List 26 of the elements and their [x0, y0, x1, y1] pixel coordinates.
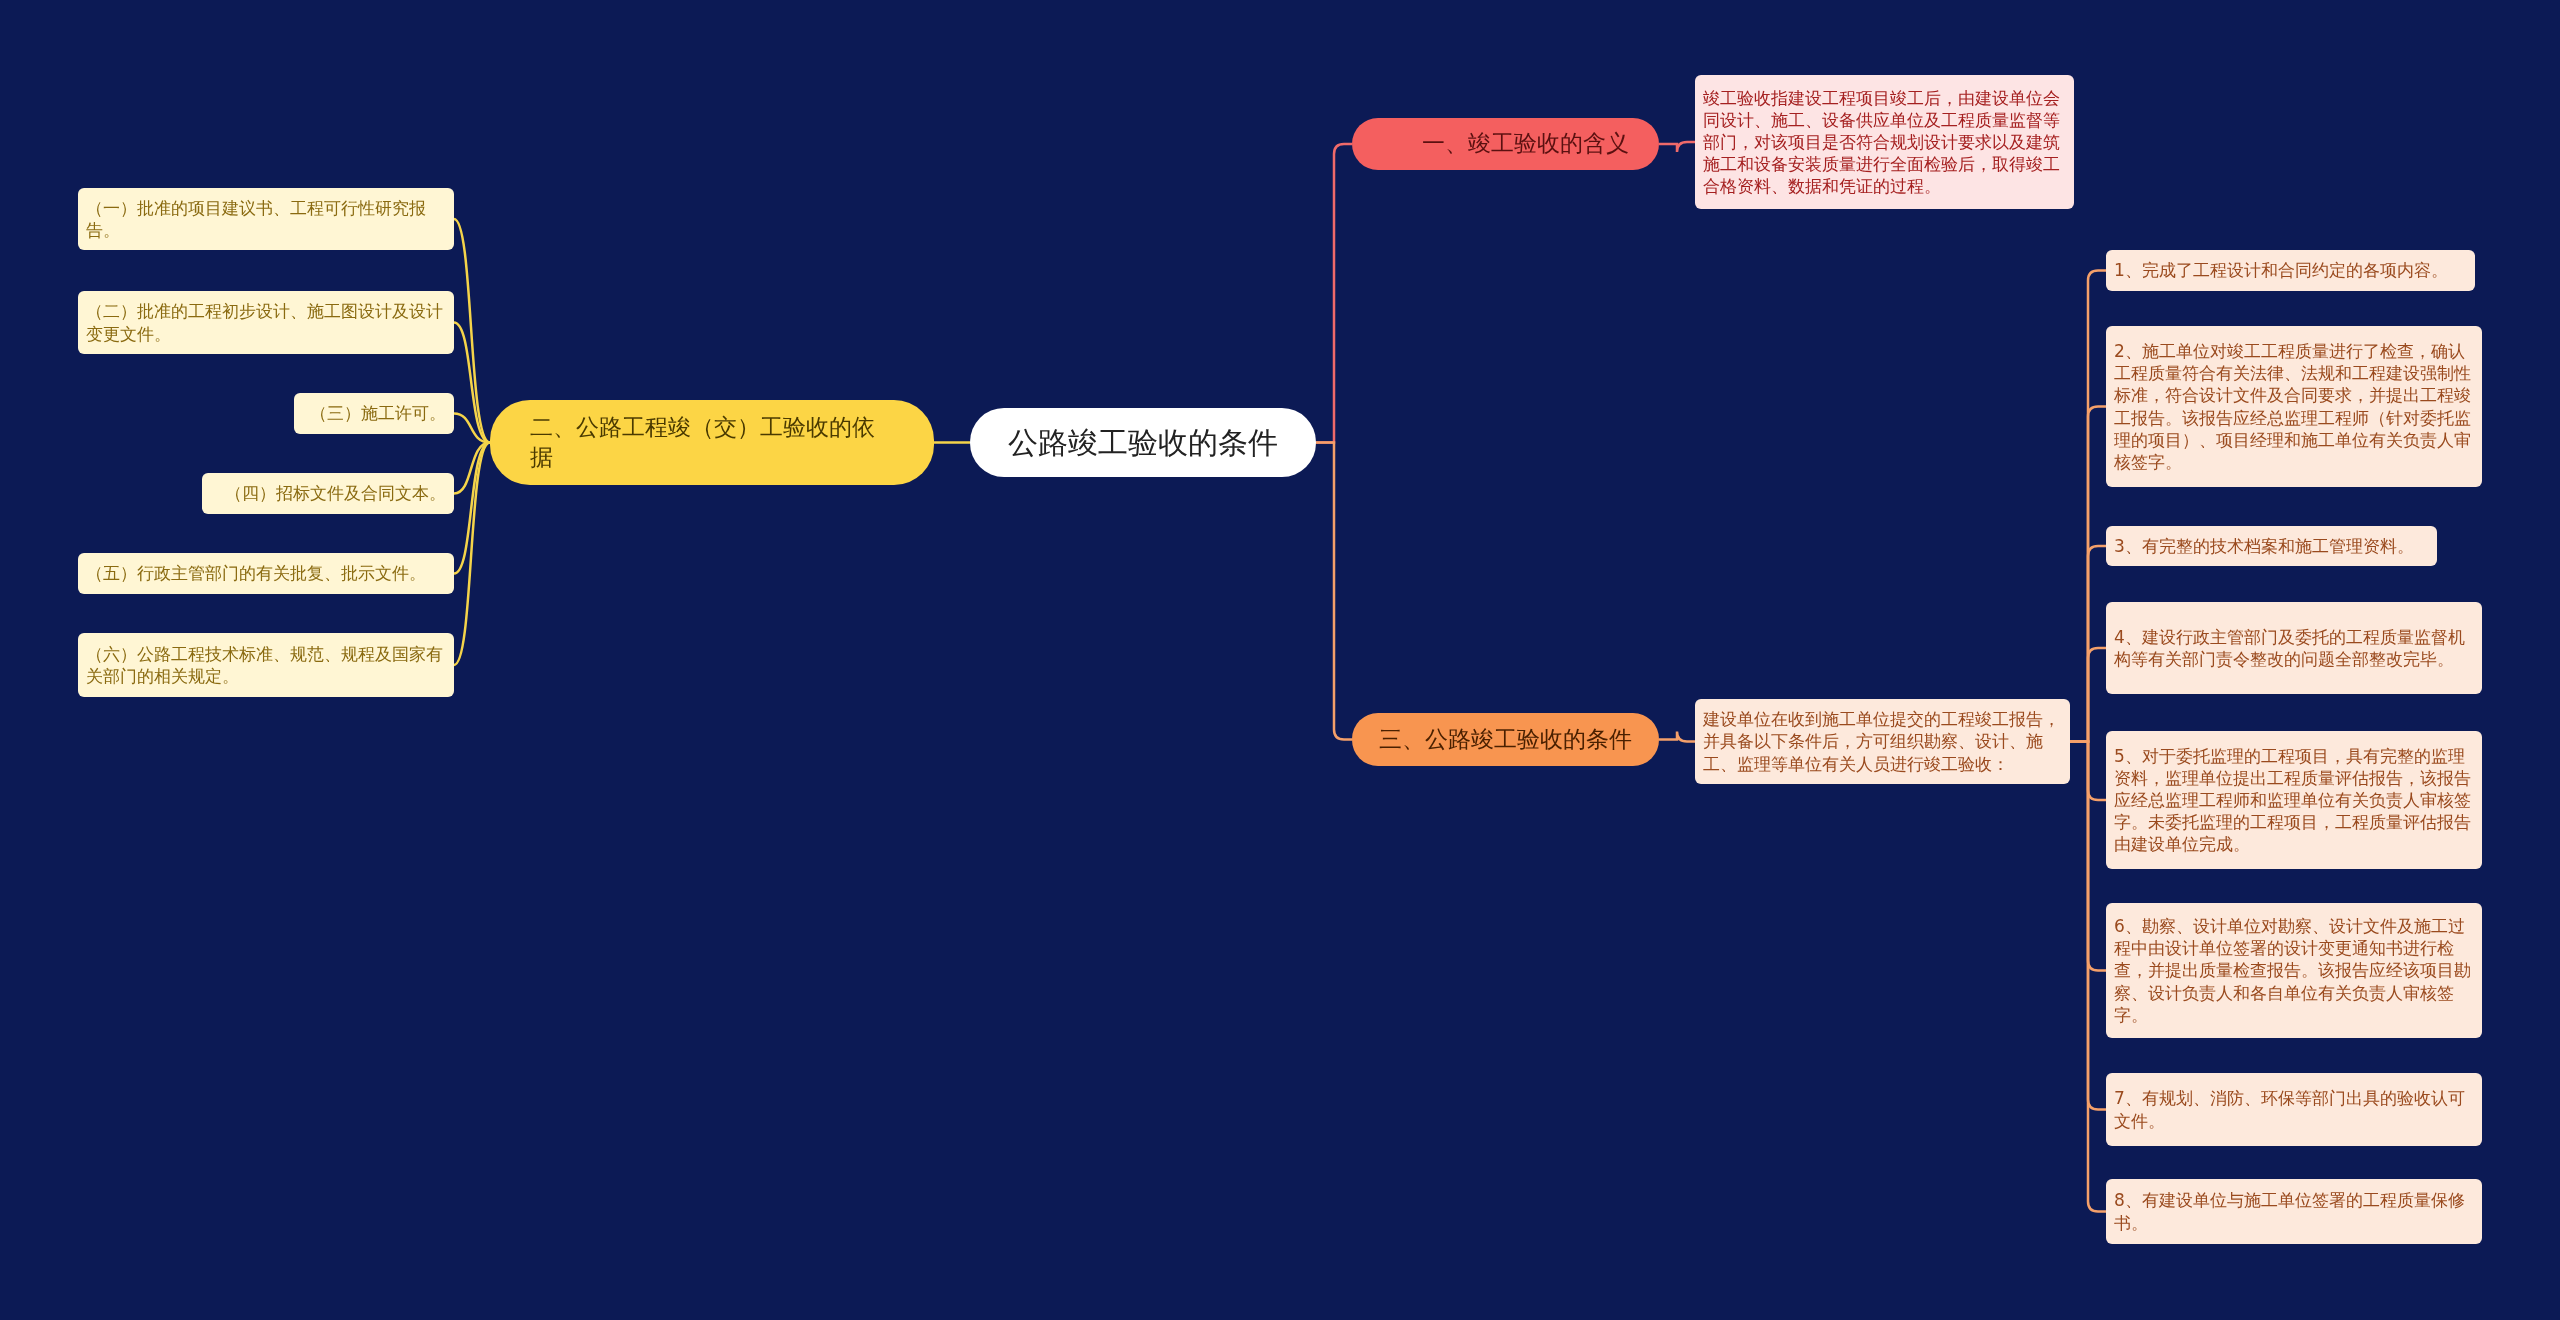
detail-box: 建设单位在收到施工单位提交的工程竣工报告，并具备以下条件后，方可组织勘察、设计、施工、监理等单位有关人员进行竣工验收： — [1695, 699, 2070, 784]
detail-box: 1、完成了工程设计和合同约定的各项内容。 — [2106, 250, 2475, 291]
detail-box: 7、有规划、消防、环保等部门出具的验收认可文件。 — [2106, 1073, 2482, 1146]
detail-box: 4、建设行政主管部门及委托的工程质量监督机构等有关部门责令整改的问题全部整改完毕。 — [2106, 602, 2482, 694]
detail-box: （六）公路工程技术标准、规范、规程及国家有关部门的相关规定。 — [78, 633, 454, 697]
connector-line — [1659, 730, 1695, 743]
detail-box: （二）批准的工程初步设计、施工图设计及设计变更文件。 — [78, 291, 454, 354]
branch-topic: 一、竣工验收的含义 — [1352, 118, 1659, 170]
detail-box: 5、对于委托监理的工程项目，具有完整的监理资料，监理单位提出工程质量评估报告，该报告应经总监理工程师和监理单位有关负责人审核签字。未委托监理的工程项目，工程质量评估报告由建设单位完成。 — [2106, 731, 2482, 869]
detail-box: 2、施工单位对竣工工程质量进行了检查，确认工程质量符合有关法律、法规和工程建设强制性标准，符合设计文件及合同要求，并提出工程竣工报告。该报告应经总监理工程师（针对委托监理的项目）、项目经理和施工单位有关负责人审核签字。 — [2106, 326, 2482, 487]
detail-box: 3、有完整的技术档案和施工管理资料。 — [2106, 526, 2437, 566]
detail-box: 6、勘察、设计单位对勘察、设计文件及施工过程中由设计单位签署的设计变更通知书进行检查，并提出质量检查报告。该报告应经该项目勘察、设计负责人和各自单位有关负责人审核签字。 — [2106, 903, 2482, 1038]
connector-line — [1316, 441, 1352, 741]
connector-line — [1659, 140, 1695, 154]
connector-line — [453, 441, 491, 575]
detail-box: （一）批准的项目建议书、工程可行性研究报告。 — [78, 188, 454, 250]
detail-box: （四）招标文件及合同文本。 — [202, 473, 454, 514]
branch-topic: 三、公路竣工验收的条件 — [1352, 713, 1659, 766]
central-topic: 公路竣工验收的条件 — [970, 408, 1316, 477]
detail-box: （五）行政主管部门的有关批复、批示文件。 — [78, 553, 454, 594]
connector-line — [934, 441, 970, 444]
detail-box: 竣工验收指建设工程项目竣工后，由建设单位会同设计、施工、设备供应单位及工程质量监督等部门，对该项目是否符合规划设计要求以及建筑施工和设备安装质量进行全面检验后，取得竣工合格资料、数据和凭证的过程。 — [1695, 75, 2074, 209]
detail-box: 8、有建设单位与施工单位签署的工程质量保修书。 — [2106, 1179, 2482, 1244]
branch-topic: 二、公路工程竣（交）工验收的依据 — [490, 400, 934, 485]
connector-line — [453, 441, 491, 666]
detail-box: （三）施工许可。 — [294, 393, 454, 434]
